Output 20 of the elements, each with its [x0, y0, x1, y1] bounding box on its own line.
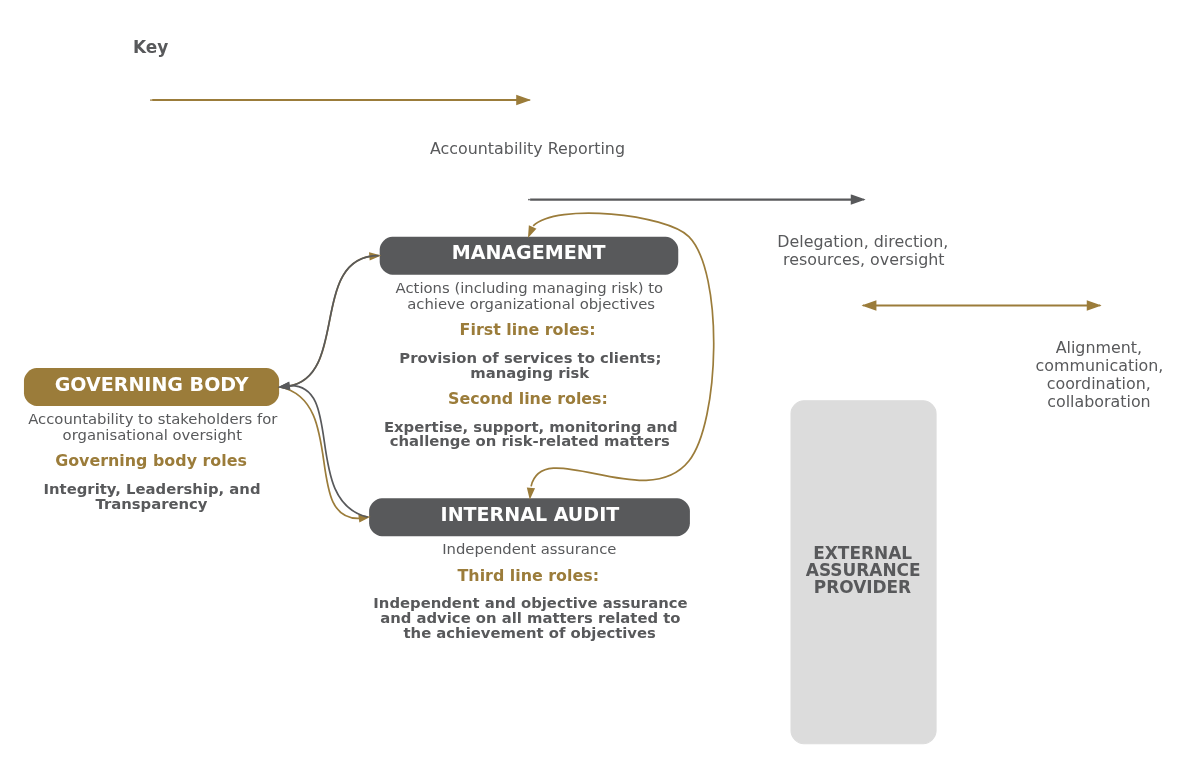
node-label: Independent assurance	[442, 539, 617, 557]
node-label: Actions (including managing risk) to achieve organizational objectives	[395, 278, 664, 312]
node-box: MANAGEMENT	[379, 236, 679, 275]
node-box: GOVERNING BODY	[23, 367, 280, 406]
node-label: Accountability to stakeholders for organisational oversight	[28, 409, 278, 443]
arrow	[526, 211, 715, 500]
node-box: EXTERNAL ASSURANCE PROVIDER	[790, 399, 937, 744]
node-label: Independent and objective assurance and advice on all matters related to the achievement of objectives	[373, 593, 688, 641]
node-label: Provision of services to clients; managing risk	[399, 348, 662, 381]
node-label: Third line roles:	[457, 565, 600, 585]
node-label: Second line roles:	[447, 388, 608, 408]
legend-label: Alignment, communication, coordination, collaboration	[1035, 337, 1164, 411]
node-label: Expertise, support, monitoring and challenge on risk-related matters	[383, 417, 678, 449]
legend-label: Accountability Reporting	[429, 138, 625, 158]
legend-label: Delegation, direction, resources, oversight	[777, 231, 949, 269]
node-label: First line roles:	[459, 319, 596, 339]
node-label: Governing body roles	[55, 450, 247, 470]
label: Key	[133, 36, 169, 57]
node-box: INTERNAL AUDIT	[369, 497, 690, 536]
node-label: Integrity, Leadership, and Transparency	[43, 479, 261, 512]
